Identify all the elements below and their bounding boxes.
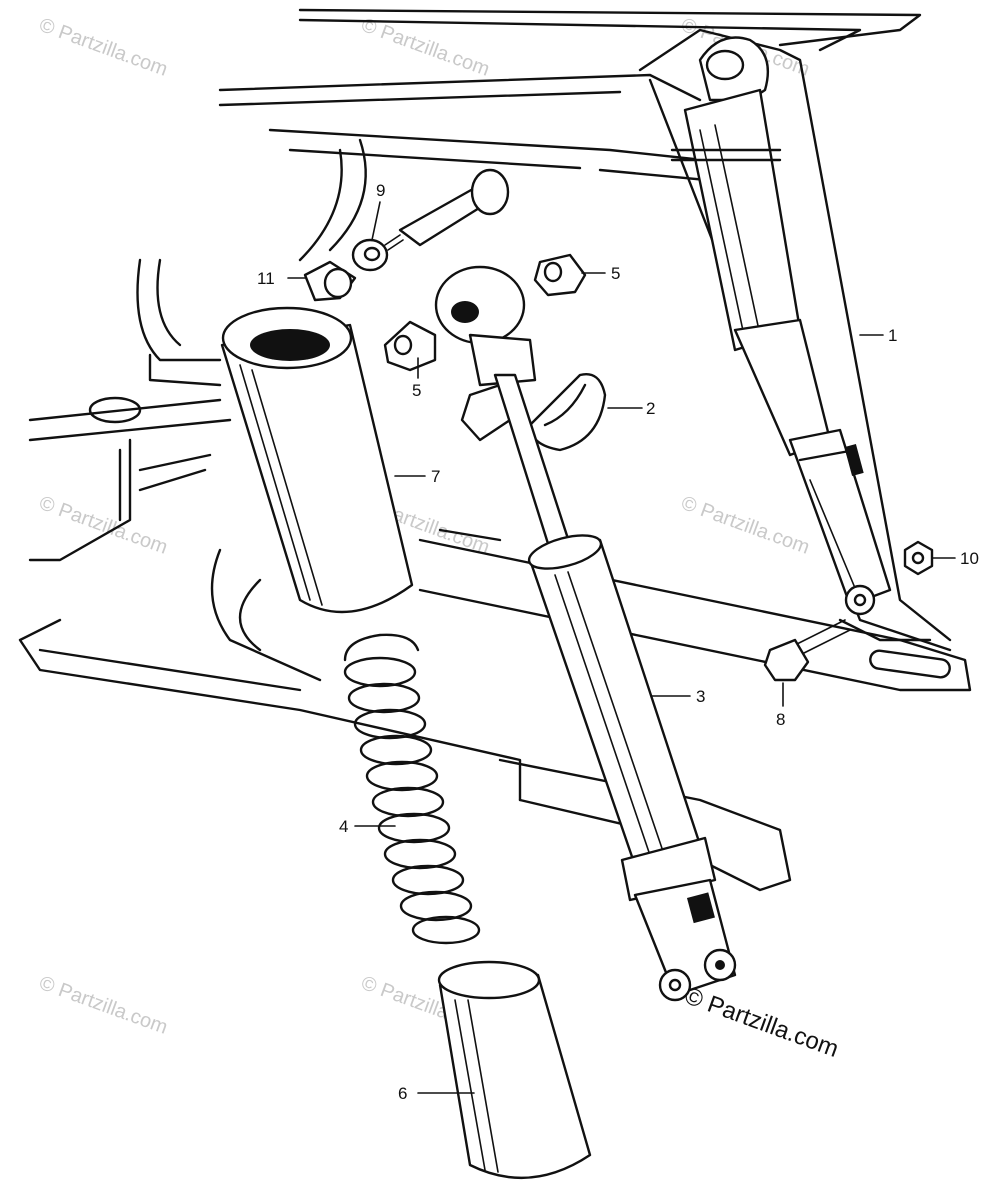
- callout-11: 11: [257, 269, 275, 288]
- leader-lines: [287, 201, 956, 1094]
- part-4-coil-spring: [343, 633, 481, 945]
- partzilla-signature-watermark: © Partzilla.com: [681, 982, 842, 1063]
- callout-2: 2: [646, 399, 655, 418]
- part-6-lower-spring-cover: [437, 960, 592, 1180]
- callout-8: 8: [776, 710, 785, 729]
- part-11-cap-nut: [303, 260, 357, 302]
- watermark: © Partzilla.com: [36, 14, 170, 81]
- callout-5-upper: 5: [611, 264, 620, 283]
- callout-5-lower: 5: [412, 381, 421, 400]
- callout-1: 1: [888, 326, 897, 345]
- part-3-damper-unit: [434, 265, 737, 1002]
- watermark: © Partzilla.com: [678, 492, 812, 559]
- callout-9: 9: [376, 181, 385, 200]
- watermark: © Partzilla.com: [36, 492, 170, 559]
- callout-6: 6: [398, 1084, 407, 1103]
- callout-3: 3: [696, 687, 705, 706]
- callout-labels: 1 2 3 4 5 5 6 7 8 9 10 11: [257, 181, 979, 1103]
- callout-7: 7: [431, 467, 440, 486]
- part-5-bushing-upper: [533, 253, 587, 297]
- watermark: © Partzilla.com: [36, 972, 170, 1039]
- part-5-bushing-lower: [383, 320, 437, 372]
- part-2-spring-seat: [460, 373, 607, 452]
- part-7-upper-spring-cover: [220, 306, 414, 614]
- part-8-lower-bolt: [763, 619, 851, 682]
- callout-10: 10: [960, 549, 979, 568]
- part-9-mounting-bolt: [351, 168, 510, 272]
- callout-4: 4: [339, 817, 348, 836]
- part-1-rear-shock-absorber: [670, 36, 892, 616]
- part-10-nut: [903, 540, 934, 576]
